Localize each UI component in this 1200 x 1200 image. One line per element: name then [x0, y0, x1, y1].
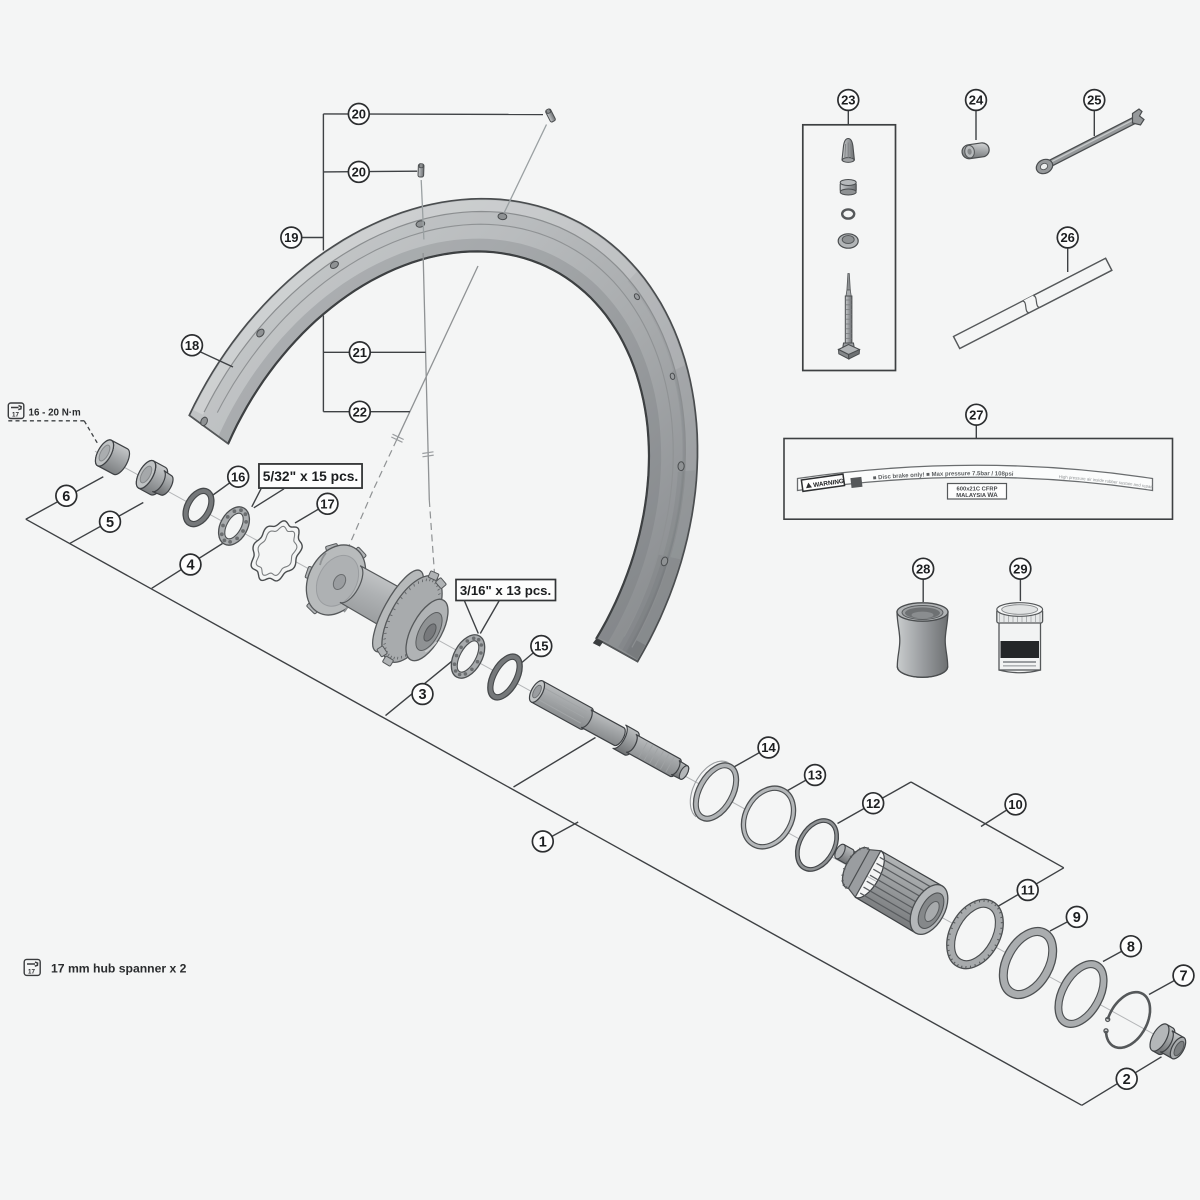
svg-text:12: 12	[866, 796, 880, 811]
svg-text:2: 2	[1123, 1072, 1131, 1088]
svg-text:28: 28	[916, 561, 930, 576]
svg-text:13: 13	[808, 768, 822, 783]
svg-text:17: 17	[28, 968, 35, 975]
svg-text:29: 29	[1013, 561, 1027, 576]
svg-text:9: 9	[1073, 910, 1081, 926]
svg-text:19: 19	[284, 230, 298, 245]
svg-text:■ Disc brake only! ■ Max pres: ■ Disc brake only! ■ Max pressure 7.5bar…	[873, 471, 1014, 481]
svg-text:5: 5	[106, 515, 114, 531]
svg-text:23: 23	[841, 93, 855, 108]
svg-text:14: 14	[761, 740, 776, 755]
svg-text:5/32" x 15 pcs.: 5/32" x 15 pcs.	[263, 469, 359, 484]
svg-text:10: 10	[1008, 797, 1022, 812]
svg-text:11: 11	[1021, 883, 1035, 898]
svg-text:17 mm hub spanner x 2: 17 mm hub spanner x 2	[51, 962, 187, 976]
svg-text:26: 26	[1060, 230, 1074, 245]
svg-text:17: 17	[320, 496, 334, 511]
svg-text:15: 15	[534, 639, 548, 654]
svg-text:27: 27	[969, 407, 983, 422]
svg-text:600x21C CFRP: 600x21C CFRP	[957, 487, 998, 493]
svg-text:18: 18	[185, 338, 199, 353]
svg-text:8: 8	[1127, 939, 1135, 955]
svg-text:WARNING: WARNING	[813, 478, 845, 489]
svg-text:MALAYSIA WA: MALAYSIA WA	[956, 492, 998, 499]
svg-text:3: 3	[418, 687, 426, 703]
svg-text:6: 6	[62, 489, 70, 505]
svg-text:24: 24	[969, 93, 984, 108]
svg-text:3/16" x 13 pcs.: 3/16" x 13 pcs.	[460, 583, 551, 598]
svg-text:1: 1	[539, 835, 547, 851]
svg-text:4: 4	[186, 558, 194, 574]
svg-text:22: 22	[353, 404, 367, 419]
svg-text:25: 25	[1087, 93, 1101, 108]
svg-text:20: 20	[352, 107, 366, 122]
svg-text:21: 21	[353, 345, 367, 360]
svg-text:16: 16	[231, 469, 245, 484]
svg-text:20: 20	[352, 165, 366, 180]
svg-text:17: 17	[12, 411, 19, 418]
svg-text:7: 7	[1179, 969, 1187, 985]
svg-text:16 - 20 N·m: 16 - 20 N·m	[29, 408, 82, 419]
